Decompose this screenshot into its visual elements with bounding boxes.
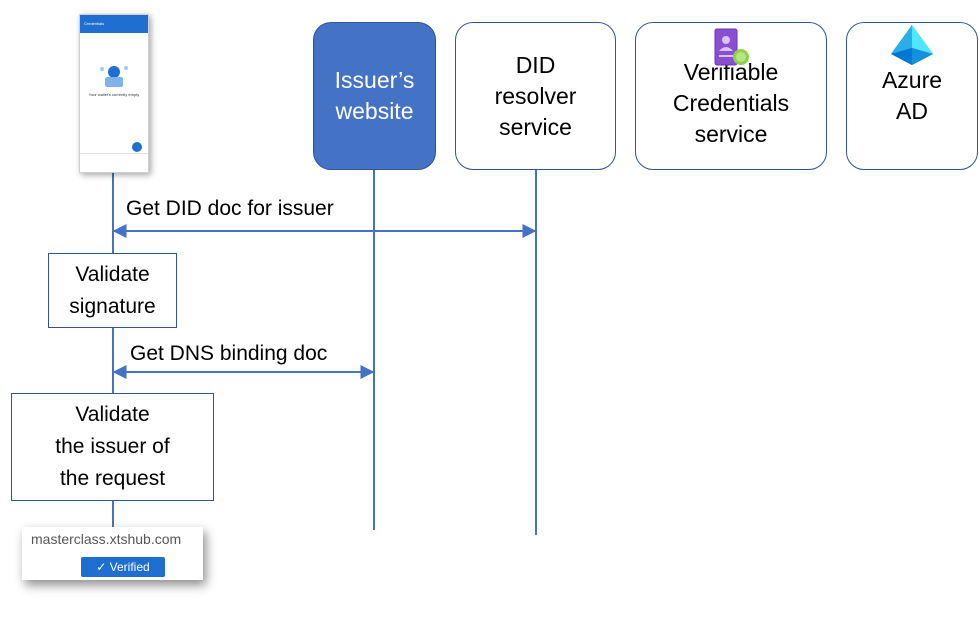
- actor-did-resolver: DID resolver service: [455, 22, 616, 170]
- lifeline-did-resolver: [535, 170, 537, 535]
- wallet-nav-bar: [80, 153, 148, 164]
- verified-badge: ✓ Verified: [81, 557, 165, 577]
- note-validate-issuer: Validate the issuer of the request: [11, 393, 214, 501]
- message-label-get-dns-binding: Get DNS binding doc: [130, 342, 328, 365]
- actor-issuer-website: Issuer’s website: [313, 22, 436, 170]
- lifeline-issuer-website: [373, 170, 375, 530]
- azure-ad-icon: [891, 25, 933, 65]
- wallet-header-bar: [80, 15, 148, 33]
- actor-azure-ad-label: Azure AD: [881, 67, 943, 124]
- note-validate-signature: Validate signature: [48, 253, 177, 328]
- message-label-get-did-doc: Get DID doc for issuer: [126, 197, 334, 220]
- wallet-illustration: [100, 66, 128, 87]
- verified-domain-card: masterclass.xtshub.com ✓ Verified: [22, 527, 203, 580]
- verifiable-credential-icon: [714, 28, 749, 66]
- verified-domain: masterclass.xtshub.com: [31, 531, 182, 547]
- wallet-empty-text: Your wallet's currently empty: [88, 92, 140, 97]
- lifeline-wallet: [112, 171, 114, 527]
- wallet-add-button[interactable]: [132, 142, 142, 152]
- actor-vc-service-label: Verifiable Credentials service: [672, 58, 790, 147]
- wallet-phone-screenshot: Credentials Your wallet's currently empt…: [79, 14, 149, 173]
- wallet-title: Credentials: [84, 21, 105, 26]
